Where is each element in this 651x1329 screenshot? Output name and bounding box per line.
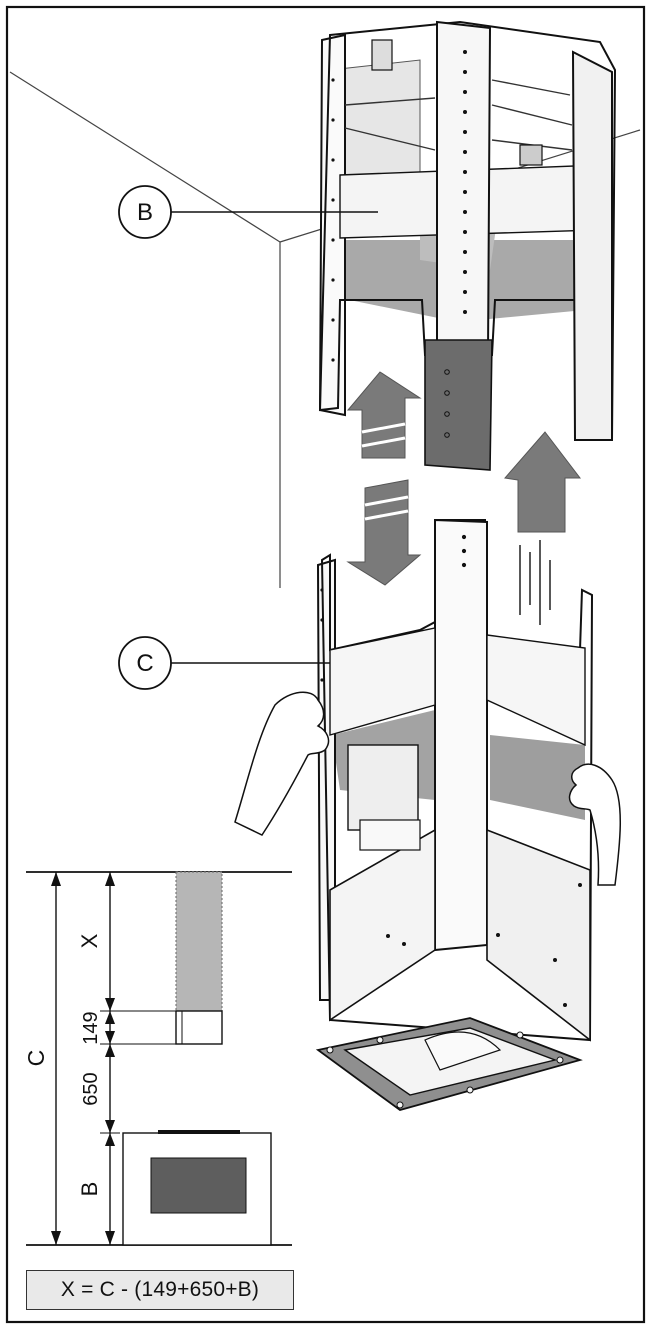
lower-chimney-section: [315, 518, 594, 1111]
dimension-schematic: [26, 871, 292, 1246]
dim-x-label: X: [77, 933, 102, 948]
dim-650-label: 650: [80, 1072, 102, 1105]
outer-frame: [5, 5, 646, 1324]
hand-icon: [568, 763, 622, 886]
dim-c-label: C: [23, 1050, 49, 1067]
dim-149-label: 149: [80, 1011, 102, 1044]
hand-icon: [234, 691, 330, 836]
duct: [175, 871, 223, 1012]
arrow-down-icon: [346, 479, 422, 586]
callout-c: C: [118, 636, 330, 690]
oven-window: [150, 1157, 247, 1214]
upper-chimney-section: [318, 20, 617, 471]
arrow-up-icon: [504, 431, 582, 533]
callout-b: B: [118, 185, 378, 239]
arrow-up-icon: [346, 371, 422, 459]
callout-c-label: C: [136, 650, 153, 677]
callout-b-label: B: [137, 199, 153, 226]
dim-b-label: B: [77, 1182, 102, 1197]
hood-chimney: [175, 1010, 223, 1045]
motion-lines: [519, 540, 551, 625]
formula-box: X = C - (149+650+B): [26, 1270, 294, 1310]
